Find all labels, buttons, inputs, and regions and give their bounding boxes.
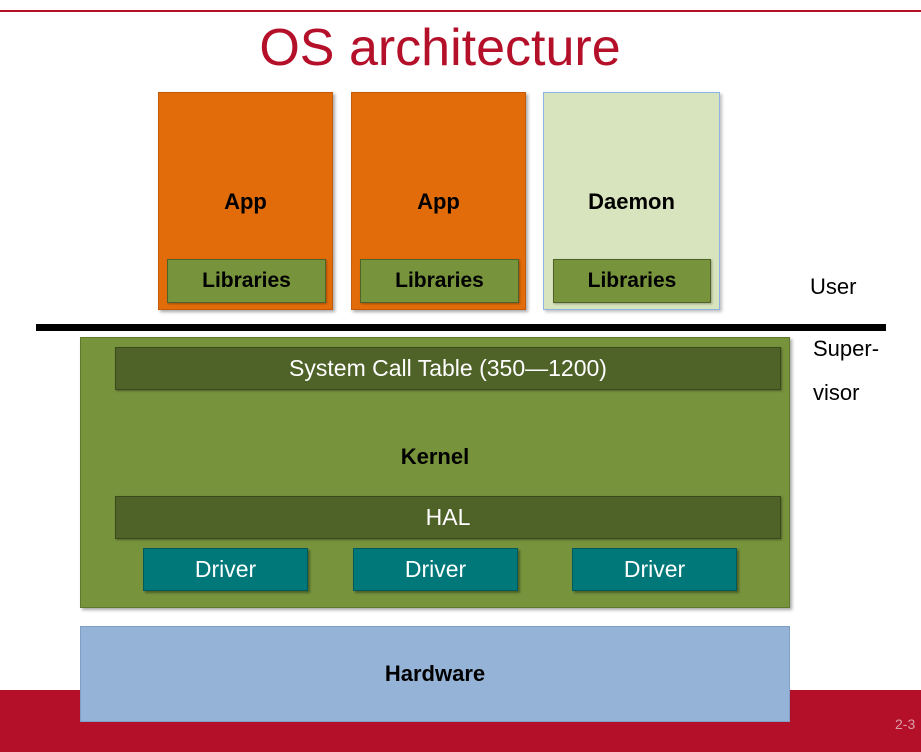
- kernel-box: System Call Table (350—1200) Kernel HAL …: [80, 337, 790, 608]
- supervisor-label-line2: visor: [813, 380, 860, 405]
- kernel-label: Kernel: [400, 444, 470, 469]
- page-number: 2-3: [895, 716, 916, 732]
- hardware-block: Hardware: [80, 626, 790, 722]
- supervisor-label-line1: Super-: [813, 336, 880, 361]
- hal-bar: HAL: [115, 496, 781, 539]
- driver-block-3: Driver: [572, 548, 737, 591]
- app-label: App: [417, 189, 460, 214]
- app-box-2: App Libraries: [351, 92, 526, 310]
- libraries-block: Libraries: [167, 259, 326, 303]
- app-label: App: [224, 189, 267, 214]
- driver-block-1: Driver: [143, 548, 308, 591]
- slide-title: OS architecture: [259, 19, 621, 77]
- system-call-table-bar: System Call Table (350—1200): [115, 347, 781, 390]
- driver-block-2: Driver: [353, 548, 518, 591]
- user-supervisor-divider: [36, 324, 886, 331]
- daemon-label: Daemon: [588, 189, 675, 214]
- daemon-box: Daemon Libraries: [543, 92, 720, 310]
- supervisor-mode-label: Super- visor: [813, 334, 879, 408]
- user-mode-label: User: [810, 274, 857, 299]
- top-rule: [0, 10, 921, 12]
- libraries-block: Libraries: [360, 259, 519, 303]
- libraries-block: Libraries: [553, 259, 711, 303]
- app-box-1: App Libraries: [158, 92, 333, 310]
